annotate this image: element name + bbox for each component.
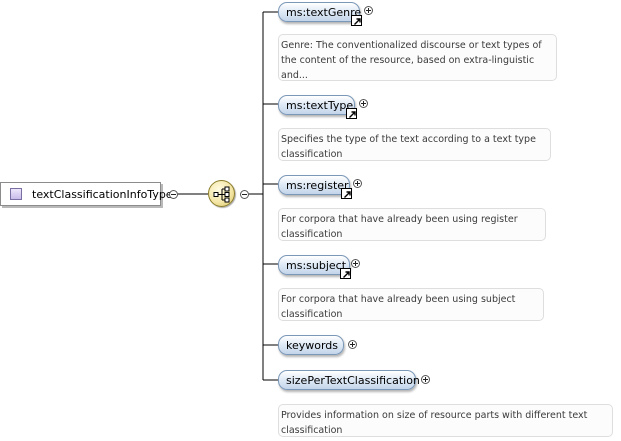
element-documentation: Genre: The conventionalized discourse or… [278,34,557,81]
element-ms-texttype[interactable]: ms:textType [278,95,355,115]
complex-type-icon [10,188,22,200]
element-label: ms:subject [286,258,347,272]
element-documentation: Provides information on size of resource… [278,404,613,437]
plus-circle-icon[interactable] [359,99,368,108]
element-ms-register[interactable]: ms:register [278,175,350,195]
element-label: keywords [286,338,339,352]
plus-circle-icon[interactable] [353,179,362,188]
element-documentation: For corpora that have already been using… [278,208,546,241]
sequence-compositor[interactable] [208,180,235,207]
documentation-text: For corpora that have already been using… [281,214,518,240]
root-complex-type[interactable]: textClassificationInfoType [0,182,173,206]
element-ms-subject[interactable]: ms:subject [278,255,350,275]
element-documentation: Specifies the type of the text according… [278,128,551,161]
plus-circle-icon[interactable] [421,375,430,384]
plus-circle-icon[interactable] [348,340,357,349]
documentation-text: Genre: The conventionalized discourse or… [281,40,542,81]
arrow-link-icon [341,188,352,199]
minus-circle-icon[interactable] [240,190,249,199]
element-label: ms:textGenre [286,5,362,19]
element-label: ms:register [286,178,349,192]
plus-circle-icon[interactable] [364,6,373,15]
arrow-link-icon [351,15,362,26]
documentation-text: Provides information on size of resource… [281,410,588,436]
sequence-compositor-icon [213,186,230,203]
element-documentation: For corpora that have already been using… [278,288,544,321]
arrow-link-icon [340,268,351,279]
root-type-label: textClassificationInfoType [32,187,173,201]
plus-circle-icon[interactable] [351,259,360,268]
documentation-text: For corpora that have already been using… [281,294,516,320]
arrow-link-icon [346,108,357,119]
element-label: ms:textType [286,98,354,112]
minus-circle-icon[interactable] [169,190,178,199]
element-sizepertextclassification[interactable]: sizePerTextClassification [278,370,420,390]
documentation-text: Specifies the type of the text according… [281,134,536,160]
element-keywords[interactable]: keywords [278,335,344,355]
element-ms-textgenre[interactable]: ms:textGenre [278,2,362,22]
element-label: sizePerTextClassification [286,373,420,387]
